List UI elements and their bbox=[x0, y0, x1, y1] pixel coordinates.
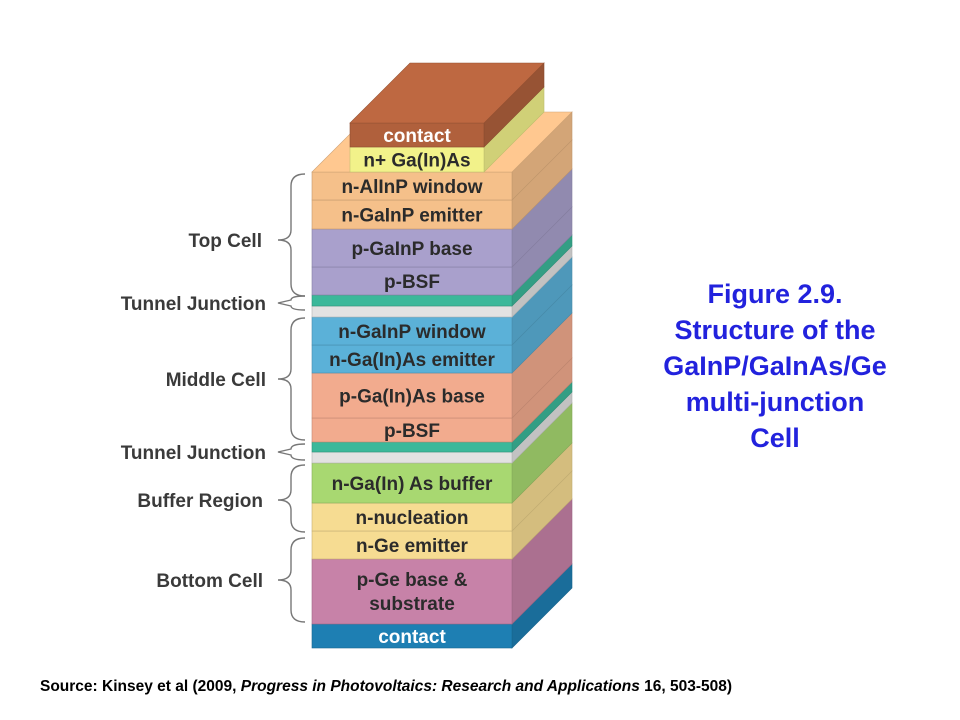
layer-front-face bbox=[311, 344, 513, 374]
group-label: Tunnel Junction bbox=[121, 443, 266, 464]
group-2: Tunnel Junction bbox=[121, 294, 306, 315]
layer-front-face bbox=[311, 451, 513, 464]
layer-front-face bbox=[311, 294, 513, 307]
caption-line-2: Structure of the bbox=[674, 315, 876, 345]
layer-front-face bbox=[311, 462, 513, 504]
layer-label: p-BSF bbox=[384, 421, 440, 442]
layer-label: n-AlInP window bbox=[341, 177, 482, 198]
bracket-icon bbox=[277, 173, 306, 297]
bracket-icon bbox=[277, 317, 306, 441]
caption-line-4: multi-junction bbox=[685, 387, 865, 417]
layer-label: n+ Ga(In)As bbox=[363, 151, 470, 172]
layer-1: contact bbox=[349, 62, 545, 148]
caption-line-3: GaInP/GaInAs/Ge bbox=[663, 351, 887, 381]
bracket-icon bbox=[277, 537, 306, 623]
layer-15: n-Ga(In) As buffer bbox=[311, 402, 573, 504]
layer-front-face bbox=[311, 441, 513, 453]
layer-12: p-BSF bbox=[311, 357, 573, 443]
source-suffix: 16, 503-508) bbox=[639, 678, 733, 695]
layer-9: n-GaInP window bbox=[311, 256, 573, 346]
layer-label: n-Ga(In) As buffer bbox=[332, 474, 493, 495]
layer-front-face bbox=[349, 122, 485, 148]
layer-front-face bbox=[311, 530, 513, 560]
layer-front-face bbox=[311, 305, 513, 318]
layer-front-face bbox=[311, 502, 513, 532]
group-4: Tunnel Junction bbox=[121, 443, 306, 464]
group-label: Top Cell bbox=[188, 231, 262, 252]
bracket-icon bbox=[277, 295, 306, 311]
caption-line-5: Cell bbox=[750, 423, 800, 453]
layer-front-face bbox=[349, 146, 485, 173]
layer-label-line2: substrate bbox=[369, 594, 455, 615]
layer-4: n-GaInP emitter bbox=[311, 139, 573, 230]
layer-label: contact bbox=[383, 126, 451, 147]
layer-19: contact bbox=[311, 563, 573, 649]
layer-16: n-nucleation bbox=[311, 442, 573, 532]
layer-label: p-GaInP base bbox=[351, 239, 472, 260]
group-5: Buffer Region bbox=[137, 464, 306, 533]
layer-top-face bbox=[349, 62, 545, 124]
layer-11: p-Ga(In)As base bbox=[311, 312, 573, 419]
group-label: Middle Cell bbox=[166, 370, 266, 391]
group-label: Tunnel Junction bbox=[121, 294, 266, 315]
bracket-icon bbox=[277, 464, 306, 533]
layer-5: p-GaInP base bbox=[311, 168, 573, 268]
group-label: Bottom Cell bbox=[156, 571, 263, 592]
bracket-icon bbox=[277, 443, 306, 461]
layer-stack: contact p-Ge base & substrate n-Ge emitter n… bbox=[311, 62, 573, 649]
layer-label: contact bbox=[378, 627, 446, 648]
layer-front-face bbox=[311, 372, 513, 419]
layer-2: n+ Ga(In)As bbox=[349, 86, 545, 173]
layer-6: p-BSF bbox=[311, 206, 573, 296]
figure-caption: Figure 2.9. Structure of the GaInP/GaInA… bbox=[610, 276, 940, 456]
layer-label: n-Ge emitter bbox=[356, 536, 469, 557]
group-6: Bottom Cell bbox=[156, 537, 306, 623]
layer-17: n-Ge emitter bbox=[311, 470, 573, 560]
layer-label: n-Ga(In)As emitter bbox=[329, 350, 495, 371]
layer-front-face bbox=[311, 316, 513, 346]
layer-front-face bbox=[311, 199, 513, 230]
group-1: Top Cell bbox=[188, 173, 306, 297]
layer-front-face bbox=[311, 623, 513, 649]
layer-18: p-Ge base & substrate bbox=[311, 498, 573, 625]
layer-front-face bbox=[311, 171, 513, 201]
layer-label: n-nucleation bbox=[356, 508, 469, 529]
caption-line-1: Figure 2.9. bbox=[707, 279, 843, 309]
layer-front-face bbox=[311, 228, 513, 268]
group-3: Middle Cell bbox=[166, 317, 306, 441]
layer-label: p-Ge base & bbox=[357, 570, 468, 591]
layer-label: n-GaInP window bbox=[338, 322, 486, 343]
source-citation: Source: Kinsey et al (2009, Progress in … bbox=[40, 678, 940, 696]
layer-label: p-Ga(In)As base bbox=[339, 387, 485, 408]
group-label: Buffer Region bbox=[137, 491, 263, 512]
layer-label: p-BSF bbox=[384, 272, 440, 293]
source-journal: Progress in Photovoltaics: Research and … bbox=[240, 678, 640, 695]
layer-front-face bbox=[311, 417, 513, 443]
layer-label: n-GaInP emitter bbox=[341, 206, 483, 227]
layer-10: n-Ga(In)As emitter bbox=[311, 284, 573, 374]
layer-front-face bbox=[311, 266, 513, 296]
source-prefix: Source: Kinsey et al (2009, bbox=[40, 678, 241, 695]
